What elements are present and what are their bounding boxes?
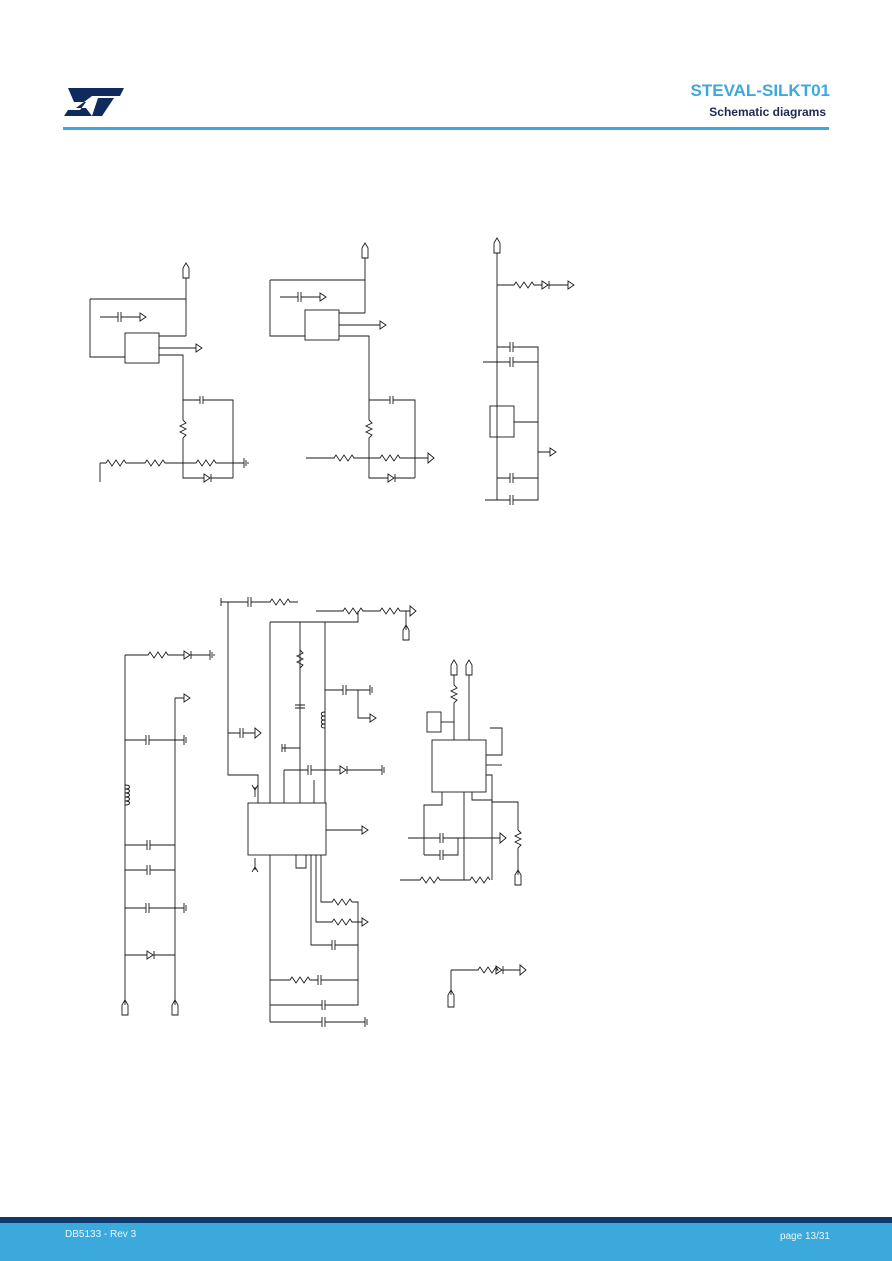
schematic-power-rails	[121, 650, 215, 1016]
footer-band	[0, 1223, 892, 1261]
section-title: Schematic diagrams	[709, 105, 826, 119]
footer-band-dark	[0, 1217, 892, 1223]
schematic-regulator-2	[269, 242, 435, 483]
document-title: STEVAL-SILKT01	[690, 81, 830, 100]
page-number: page 13/31	[779, 1231, 830, 1242]
schematic-regulator-1	[89, 262, 249, 483]
st-logo-icon	[64, 88, 124, 116]
schematic-regulator-3	[483, 237, 575, 505]
document-reference: DB5133 - Rev 3	[65, 1229, 137, 1240]
schematic-small-ic	[400, 659, 527, 1008]
header-rule	[63, 127, 829, 130]
schematic-main-ic	[220, 597, 417, 1027]
